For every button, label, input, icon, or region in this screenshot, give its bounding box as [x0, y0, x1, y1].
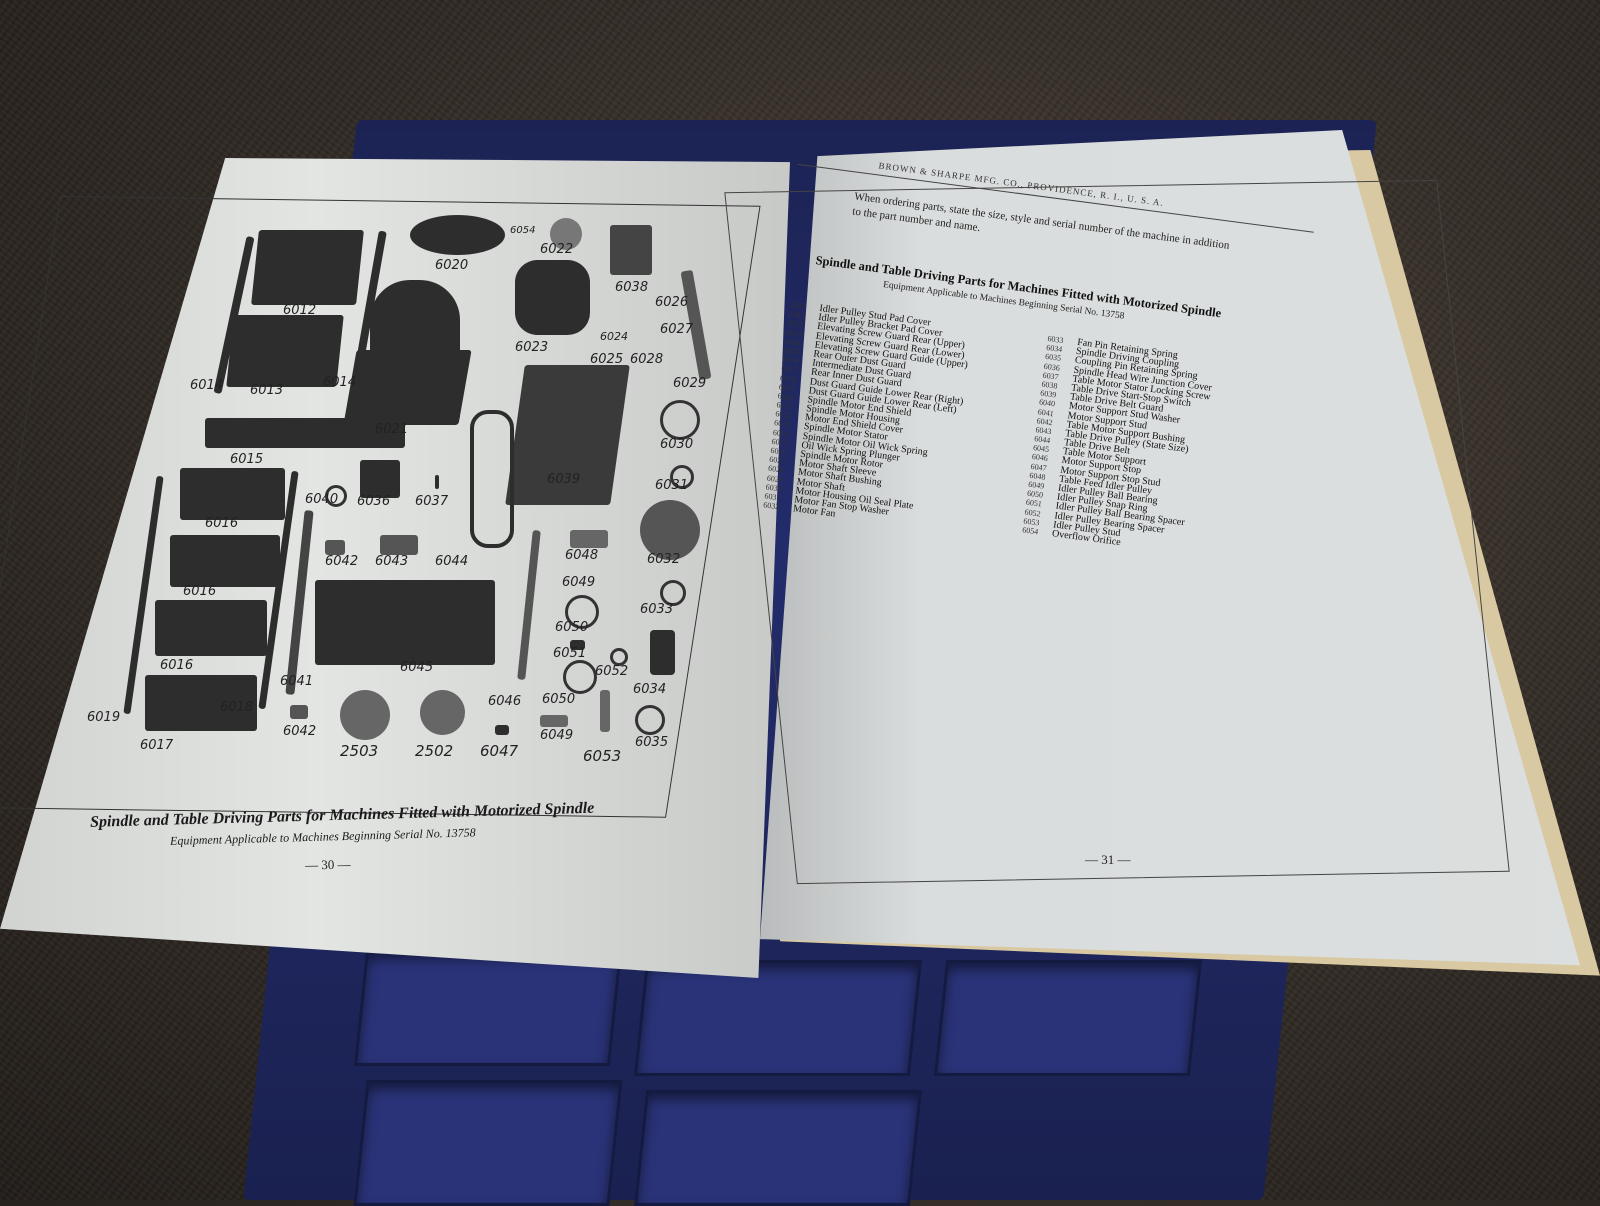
part-label: 6051: [553, 646, 587, 661]
part-6031: [670, 465, 694, 489]
part-6043: [380, 535, 418, 555]
part-6052: [610, 648, 628, 666]
part-label: 6052: [595, 664, 629, 679]
part-label: 6028: [630, 352, 664, 367]
part-6046: [517, 529, 541, 681]
part-label: 6053: [583, 747, 622, 765]
part-2502: [420, 690, 465, 735]
part-6016: [170, 535, 280, 587]
part-label: 6046: [488, 694, 522, 709]
part-6042: [290, 705, 308, 719]
part-label: 6030: [660, 437, 694, 452]
part-label: 6022: [540, 242, 574, 257]
part-label: 6019: [87, 710, 121, 725]
part-label: 6042: [325, 554, 359, 569]
part-2503: [340, 690, 390, 740]
part-label: 6025: [590, 352, 624, 367]
part-label: 6023: [515, 340, 549, 355]
part-label: 6045: [400, 660, 434, 675]
part-label: 2502: [415, 742, 454, 760]
part-6049: [540, 715, 568, 727]
part-label: 6016: [205, 516, 239, 531]
part-label: 6035: [635, 735, 669, 750]
part-label: 6033: [640, 602, 674, 617]
part-6016: [155, 600, 267, 656]
right-page-number: — 31 —: [1085, 852, 1131, 867]
part-label: 6024: [600, 330, 628, 343]
part-label: 2503: [340, 742, 379, 760]
part-label: 6039: [547, 472, 581, 487]
part-6033: [660, 580, 686, 606]
part-label: 6048: [565, 548, 599, 563]
part-label: 6013: [250, 383, 284, 398]
part-label: 6027: [660, 322, 694, 337]
part-6012: [251, 230, 364, 305]
part-6020: [410, 215, 505, 255]
part-label: 6049: [562, 575, 596, 590]
part-6045: [315, 580, 495, 665]
part-6044: [470, 410, 514, 548]
part-6036: [360, 460, 400, 498]
part-label: 6020: [435, 258, 469, 273]
part-6016: [180, 468, 285, 520]
part-6051: [570, 640, 585, 650]
part-6050: [563, 660, 597, 694]
part-6053: [600, 690, 610, 732]
part-label: 6050: [542, 692, 576, 707]
right-page-content: Brown & Sharpe Mfg. Co., Providence, R. …: [709, 150, 1356, 917]
part-label: 6044: [435, 554, 469, 569]
part-6021-base: [343, 350, 472, 425]
part-6034: [650, 630, 675, 675]
part-label: 6014: [323, 375, 357, 390]
part-6042: [325, 540, 345, 555]
part-label: 6031: [655, 478, 689, 493]
part-label: 6034: [633, 682, 667, 697]
part-6038: [610, 225, 652, 275]
part-label: 6018: [220, 700, 254, 715]
part-label: 6047: [480, 742, 519, 760]
part-6022: [550, 218, 582, 250]
part-label: 6037: [415, 494, 449, 509]
part-label: 6016: [160, 658, 194, 673]
part-label: 6049: [540, 728, 574, 743]
part-label: 6012: [283, 303, 317, 318]
part-label: 6041: [280, 674, 314, 689]
part-label: 6016: [183, 584, 217, 599]
part-label: 6043: [375, 554, 409, 569]
part-label: 6040: [305, 492, 339, 507]
part-label: 6029: [673, 376, 707, 391]
part-6041: [285, 510, 314, 695]
part-label: 6032: [647, 552, 681, 567]
part-6037: [435, 475, 439, 489]
part-label: 6021: [375, 422, 409, 437]
part-label: 6017: [140, 738, 174, 753]
part-label: 6050: [555, 620, 589, 635]
part-label: 6038: [615, 280, 649, 295]
parts-photo: 6020 6054 6022 6038 6026 6012 6027 6024 …: [87, 200, 735, 790]
part-label: 6054: [510, 225, 536, 236]
part-label: 6015: [230, 452, 264, 467]
part-label: 6026: [655, 295, 689, 310]
part-label: 6014: [190, 378, 224, 393]
part-6032: [640, 500, 700, 560]
part-label: 6036: [357, 494, 391, 509]
part-6048: [570, 530, 608, 548]
part-6023: [515, 260, 590, 335]
part-6030: [660, 400, 700, 440]
part-label: 6042: [283, 724, 317, 739]
part-6035: [635, 705, 665, 735]
part-6047: [495, 725, 509, 735]
part-6050: [565, 595, 599, 629]
part-6017: [145, 675, 257, 731]
part-6040: [325, 485, 347, 507]
left-page-number: — 30 —: [304, 856, 351, 873]
